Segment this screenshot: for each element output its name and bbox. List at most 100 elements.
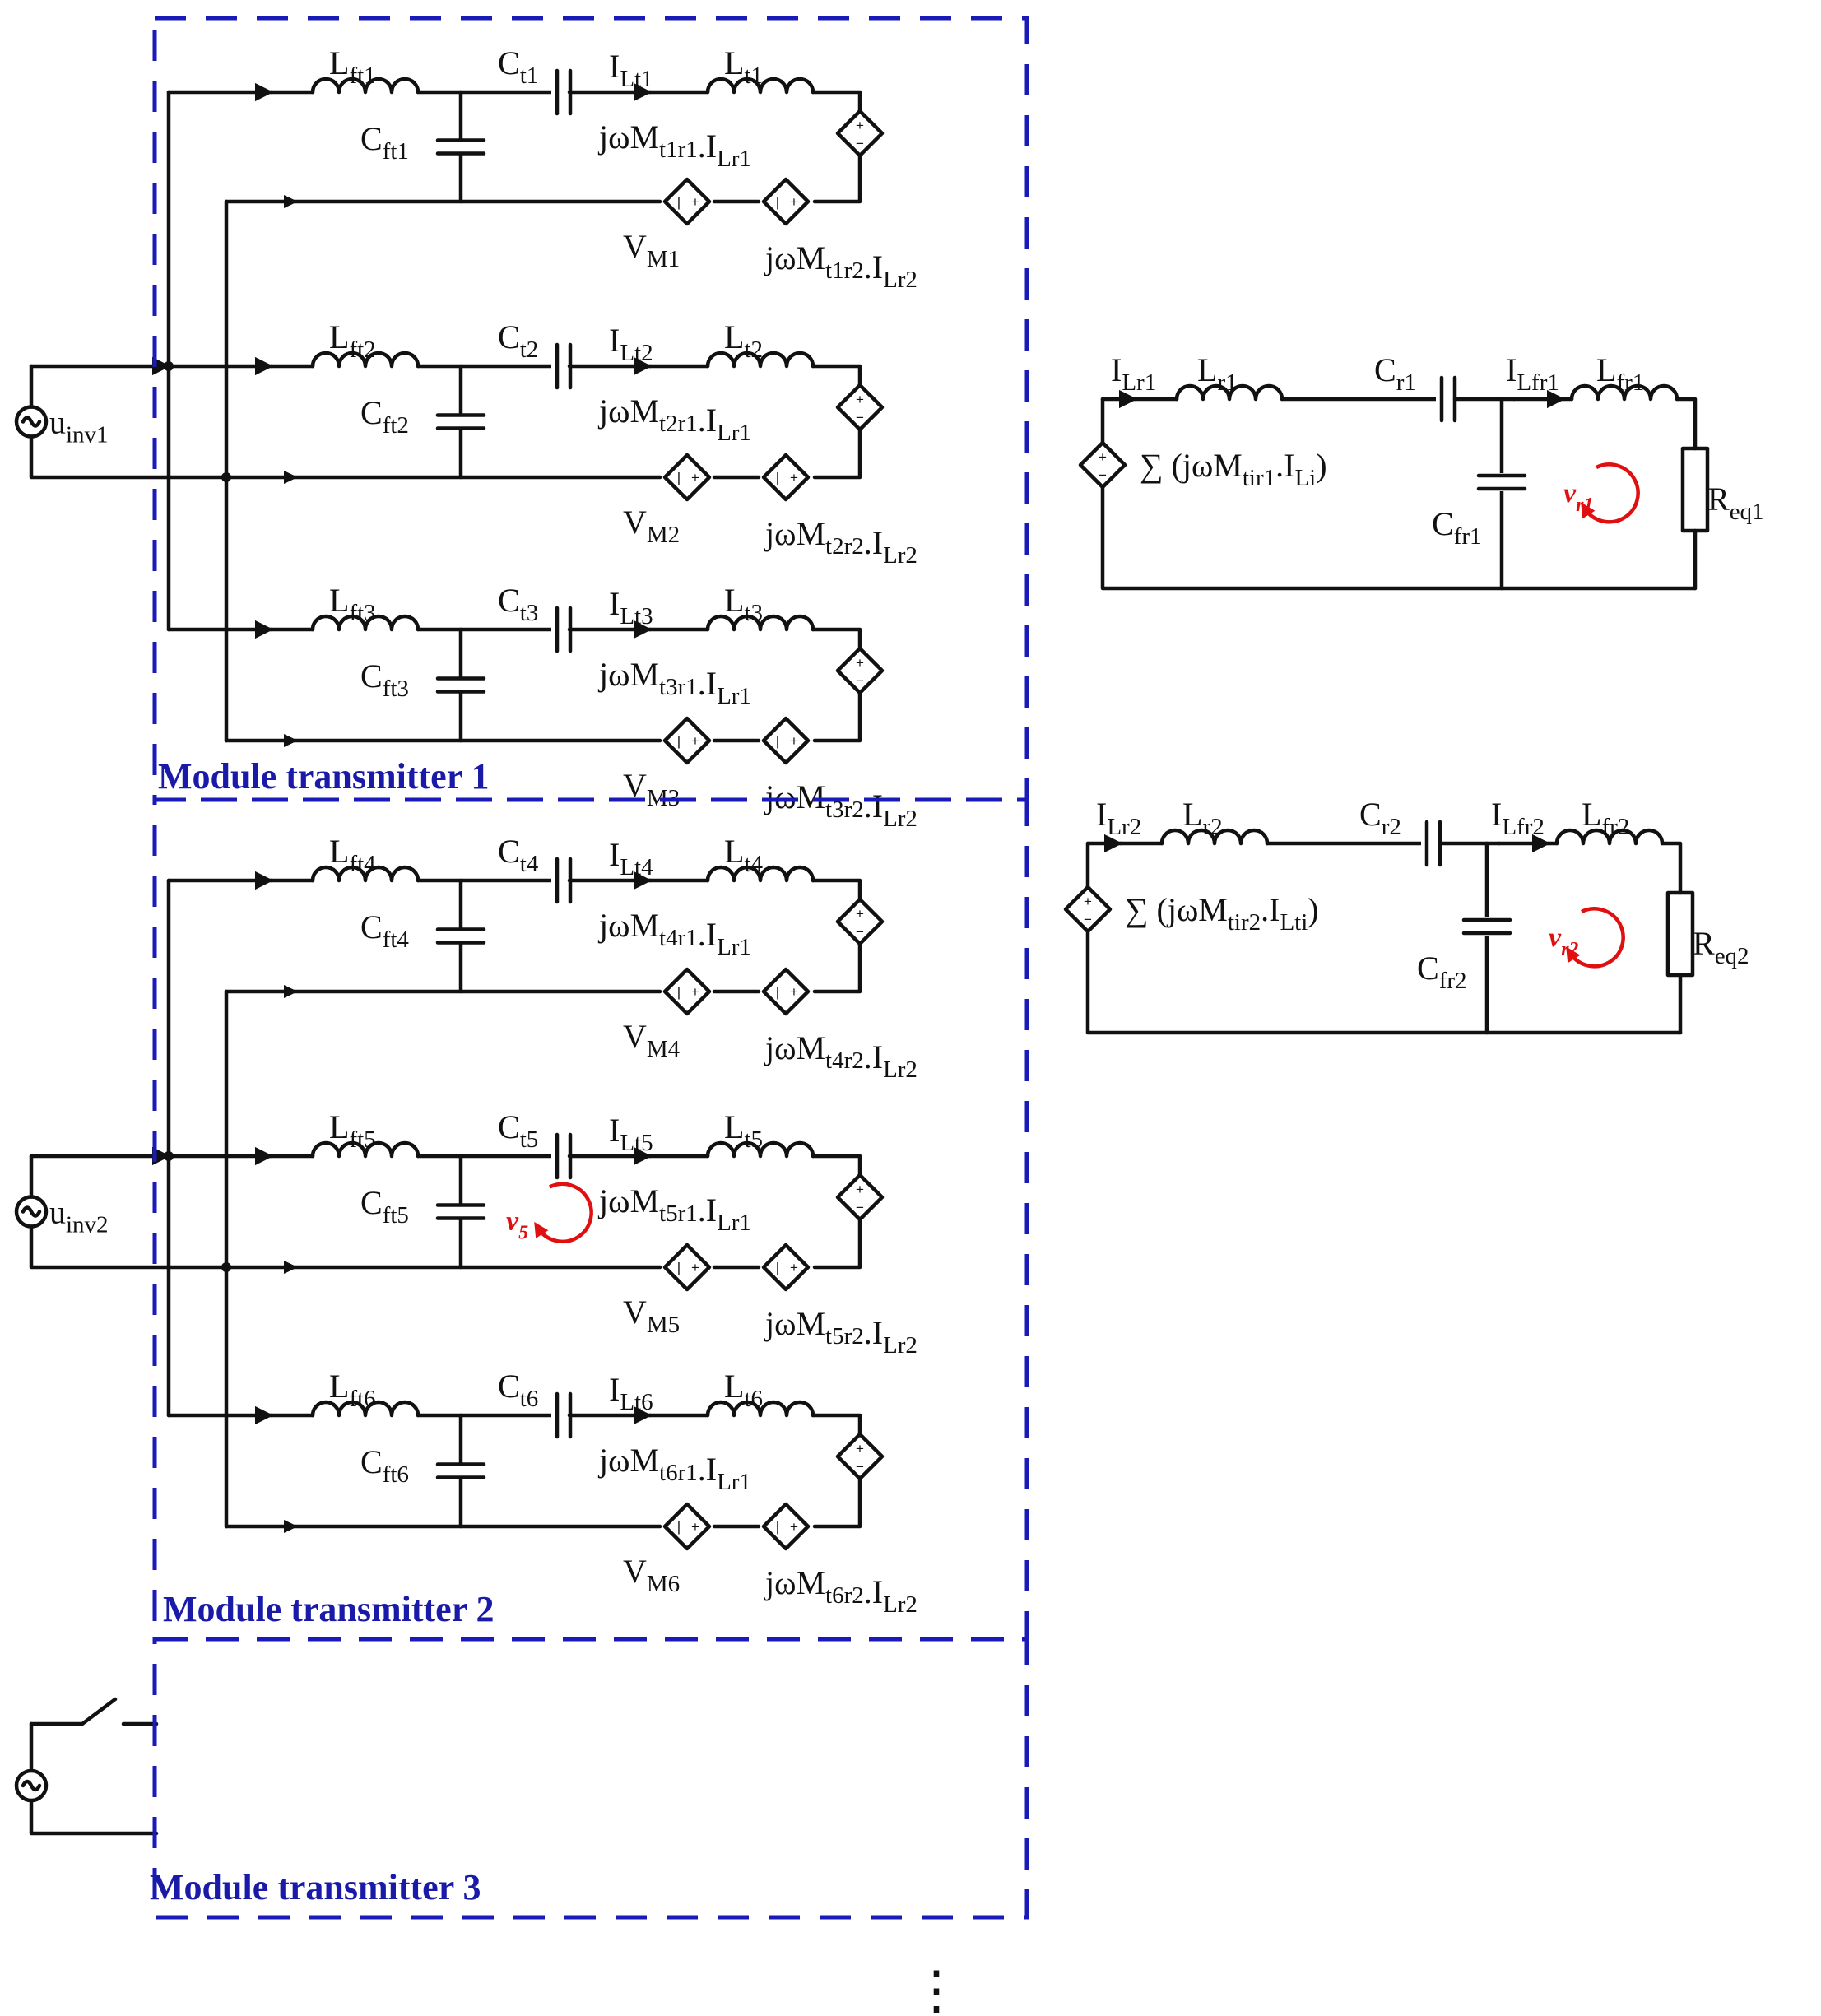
rx-label-lf-main: L (1582, 796, 1601, 833)
label-m2-sub: Lr2 (883, 1591, 917, 1618)
diamond-outline (662, 177, 712, 226)
minus-sign: − (856, 136, 864, 151)
cap-gap (436, 413, 485, 430)
inductor-coil (310, 865, 420, 883)
plus-sign: + (856, 906, 864, 922)
rx-label-c: Cr2 (1359, 796, 1401, 840)
series-wire (811, 1413, 862, 1436)
label-m1-main: .I (698, 665, 717, 702)
rx-label-il-sub: Lfr1 (1517, 369, 1559, 396)
rx-label-lf-main: L (1596, 351, 1616, 388)
rx-sum-part: ) (1308, 891, 1318, 928)
inductor-coil (310, 1400, 420, 1418)
diamond-outline (662, 1243, 712, 1292)
label-i-main: I (609, 322, 620, 359)
minus-sign: | (776, 470, 779, 485)
label-vm-main: V (623, 504, 647, 541)
label-l-sub: t6 (744, 1386, 763, 1412)
plus-sign: + (691, 984, 699, 1000)
rx-label-i: ILr1 (1111, 351, 1156, 396)
diamond-outline (761, 1243, 811, 1292)
loop-arrow-icon (1581, 462, 1640, 524)
plus-sign: + (1099, 449, 1107, 465)
return-wire (812, 1477, 862, 1529)
return-wire (812, 154, 862, 204)
label-cf: Cft2 (360, 394, 409, 439)
label-l-sub: t4 (744, 851, 763, 877)
return-wire (812, 691, 862, 743)
dependent-source-icon-r2: |+ (761, 967, 811, 1016)
bottom-arrow (284, 471, 298, 484)
label-vm: VM5 (623, 1294, 680, 1338)
label-lf-sub: ft6 (349, 1386, 375, 1412)
dependent-source-icon-r2: |+ (761, 177, 811, 226)
label-m1-sub: t6r1 (659, 1460, 698, 1486)
rx-label-l: Lr1 (1197, 351, 1238, 396)
series-wire (811, 878, 862, 901)
module-label-1: Module transmitter 1 (158, 756, 489, 797)
label-l-main: L (724, 1108, 744, 1145)
label-c: Ct4 (498, 833, 539, 877)
rx-sum-part: (jωM (1157, 891, 1228, 928)
label-c-sub: t2 (520, 337, 539, 363)
rx-source-icon: +− (1063, 885, 1113, 934)
label-m1-main: .I (698, 1451, 717, 1488)
label-vm-main: V (623, 1553, 647, 1590)
rx-bottom-wire (1100, 485, 1698, 591)
rx-label-loop-sub: r1 (1576, 495, 1593, 516)
label-m1: jωMt6r1.ILr1 (597, 1442, 751, 1495)
label-i-main: I (609, 585, 620, 622)
loop-arrow-icon (534, 1182, 593, 1244)
rx-label-l-sub: r2 (1202, 814, 1222, 840)
rx-sum-part: tir1 (1243, 465, 1275, 491)
minus-sign: | (677, 733, 681, 749)
label-l: Lt1 (724, 44, 763, 89)
inverter-3 (14, 1697, 159, 1836)
series-wire (811, 627, 862, 650)
rx-label-c-sub: r1 (1396, 369, 1416, 396)
vm-source-icon: |+ (662, 177, 712, 226)
label-m2-sub: Lr2 (883, 267, 917, 293)
label-cf-sub: ft2 (383, 412, 409, 439)
resistor (1680, 446, 1710, 533)
label-l-main: L (724, 318, 744, 355)
label-m1-main: jωM (597, 907, 659, 944)
plus-sign: + (856, 118, 864, 133)
dependent-source-icon-r2: |+ (761, 1502, 811, 1551)
label-m2-main: .I (864, 249, 883, 286)
plus-sign: + (790, 194, 798, 210)
label-m1: jωMt3r1.ILr1 (597, 656, 751, 709)
label-lf: Lft2 (329, 318, 376, 363)
junction-dot (221, 472, 231, 482)
plus-sign: + (856, 1441, 864, 1456)
module-3-box (152, 1637, 1029, 1920)
inductor-coil (310, 1140, 420, 1159)
label-lf-main: L (329, 833, 349, 870)
label-cf-main: C (360, 120, 383, 157)
inductor-coil (310, 351, 420, 369)
label-m1-main: jωM (597, 1182, 659, 1219)
label-m2-main: .I (864, 787, 883, 825)
label-cf-main: C (360, 1443, 383, 1480)
plus-sign: + (790, 984, 798, 1000)
label-m1: jωMt2r1.ILr1 (597, 393, 751, 446)
rx-label-r-main: R (1693, 925, 1715, 962)
label-vm: VM4 (623, 1018, 681, 1062)
label-c-sub: t5 (520, 1126, 539, 1153)
label-m1-sub: t4r1 (659, 925, 698, 951)
label-m2: jωMt1r2.ILr2 (764, 239, 917, 293)
junction-dot (221, 1262, 231, 1272)
series-wire (811, 1154, 862, 1177)
label-lf-main: L (329, 44, 349, 81)
ac-source-icon (14, 405, 49, 439)
diamond-outline (761, 1502, 811, 1551)
label-m2-sub: t5r2 (825, 1323, 864, 1349)
label-c-main: C (498, 318, 520, 355)
inverter-label: uinv2 (49, 1194, 109, 1238)
label-m2-main: .I (864, 1314, 883, 1351)
minus-sign: − (856, 410, 864, 425)
rx-label-r-sub: eq2 (1715, 943, 1749, 969)
label-lf-main: L (329, 1368, 349, 1405)
rx-label-il: ILfr1 (1506, 351, 1559, 396)
